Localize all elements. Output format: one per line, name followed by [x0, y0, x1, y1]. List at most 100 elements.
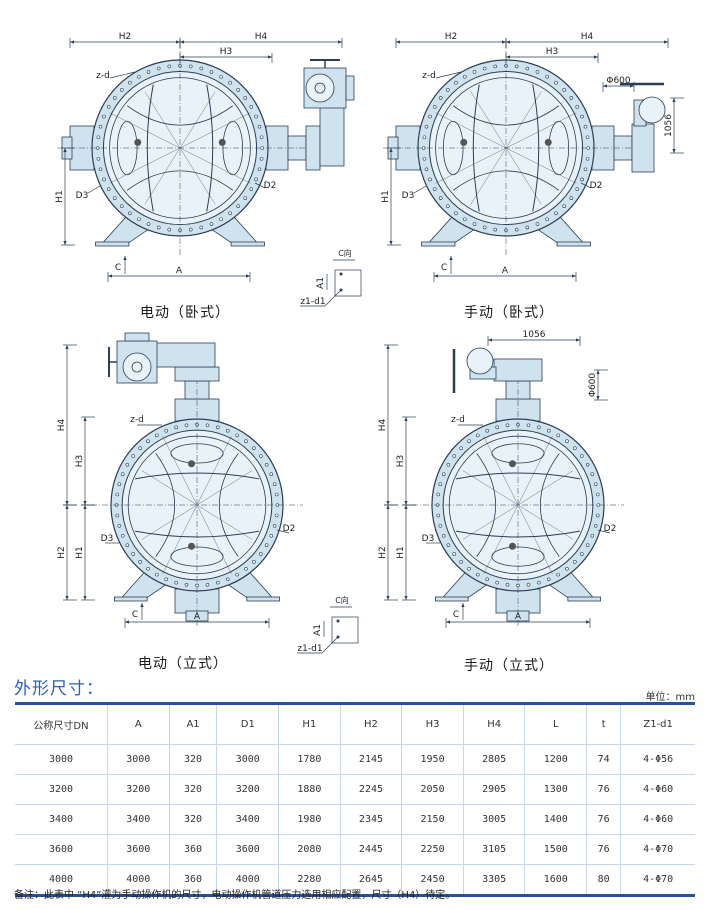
disc-curve [126, 170, 234, 191]
arrowhead [446, 620, 450, 624]
arrowhead [389, 148, 393, 152]
bolt-hole [199, 66, 204, 71]
leg-foot [95, 241, 130, 247]
bolt-hole [254, 177, 258, 182]
line [276, 529, 290, 534]
bolt-hole [421, 146, 426, 150]
arrowhead [672, 149, 676, 153]
table-cell: 3600 [107, 834, 170, 865]
bolt-hole [580, 114, 584, 119]
bolt-hole [236, 88, 240, 92]
bolt-hole [184, 582, 189, 587]
table-cell: 3600 [216, 834, 279, 865]
bolt-hole [590, 533, 595, 538]
arrowhead [65, 345, 69, 349]
bolt-hole [579, 552, 584, 556]
bolt-hole [546, 428, 551, 433]
bolt-hole [472, 70, 477, 74]
dim-label-c: C [453, 610, 459, 620]
table-cell: 3000 [216, 744, 279, 775]
dim-label-d3: D3 [402, 191, 415, 201]
bolt-hole [441, 533, 446, 538]
disc-curve [540, 453, 560, 557]
table-cell: 2345 [339, 804, 402, 835]
bolt-hole [205, 582, 210, 587]
bolt-hole [138, 560, 142, 564]
column-header: 公称尺寸DN [33, 721, 89, 732]
disc-rib [455, 472, 581, 480]
arrowhead [123, 256, 127, 260]
table-cell: 3400 [15, 804, 108, 835]
table-cell: 76 [586, 834, 621, 865]
arrowhead [83, 596, 87, 600]
column-header: H2 [339, 703, 402, 745]
pin [508, 542, 516, 550]
bolt-hole [225, 428, 230, 433]
dim-label-h4: H4 [57, 418, 67, 431]
bolt-hole [235, 572, 240, 577]
bolt-hole [467, 566, 471, 571]
table-cell: 4000 [15, 864, 108, 896]
bolt-hole [216, 580, 220, 585]
bolt-hole [565, 439, 569, 444]
table-cell: 2645 [339, 864, 402, 896]
bolt-hole [269, 533, 274, 538]
table-cell: 3000 [15, 744, 108, 775]
bolt-hole [219, 74, 223, 79]
table-cell: 3200 [216, 774, 279, 805]
arrowhead [404, 505, 408, 509]
dim-label-zd: z-d [422, 71, 436, 81]
bolt-hole [252, 560, 256, 564]
table-cell: 76 [586, 774, 621, 805]
arrowhead [506, 55, 510, 59]
diagonal [141, 470, 253, 540]
bolt-hole [595, 492, 600, 497]
bolt-hole [556, 572, 561, 577]
dim-label-h3: H3 [220, 47, 233, 57]
table-cell: 320 [168, 804, 217, 835]
bolt-hole [583, 167, 588, 172]
bolt-hole [257, 167, 262, 172]
table-cell: 4-Φ70 [620, 864, 695, 896]
pin [134, 138, 142, 146]
bolt-hole [258, 552, 263, 556]
dim-label-d2: D2 [283, 524, 296, 534]
line [413, 185, 427, 194]
bolt-hole [131, 552, 136, 556]
pin [460, 138, 468, 146]
arrowhead [672, 98, 676, 102]
pin [187, 542, 195, 550]
arrowhead [386, 596, 390, 600]
caption-electric-vertical: 电动（立式） [138, 656, 228, 672]
dimension-h3: H3 [75, 416, 95, 506]
bolt-hole [174, 580, 178, 585]
bolt-hole [583, 124, 588, 129]
bolt-hole [585, 462, 590, 467]
bolt-hole [514, 64, 519, 69]
bolt-hole [272, 524, 277, 528]
table-cell: 360 [168, 834, 217, 865]
arrowhead [664, 40, 668, 44]
dim-label-z1d1: z1-d1 [297, 644, 322, 654]
gearbox [631, 123, 655, 173]
section-title: 外形尺寸： [14, 679, 104, 699]
bolt-hole [167, 227, 172, 232]
table-cell: 3005 [462, 804, 525, 835]
dim-label-d2: D2 [264, 181, 277, 191]
c-direction-label: C向 [335, 595, 349, 605]
dim-label-a1: A1 [316, 277, 326, 289]
dim-label-zd: z-d [451, 415, 465, 425]
table-cell: 1500 [524, 834, 587, 865]
bolt-hole [495, 580, 499, 585]
dim-label-h1: H1 [396, 546, 406, 559]
bolt-hole [259, 156, 264, 161]
bolt-hole [243, 196, 248, 200]
bolt-hole [526, 423, 531, 428]
arrowhead [434, 274, 438, 278]
bolt-hole [235, 433, 240, 438]
dimension-a: A [124, 612, 270, 628]
bolt-hole [438, 196, 443, 200]
table-cell: 2250 [401, 834, 464, 865]
column-header: H1 [278, 703, 341, 745]
